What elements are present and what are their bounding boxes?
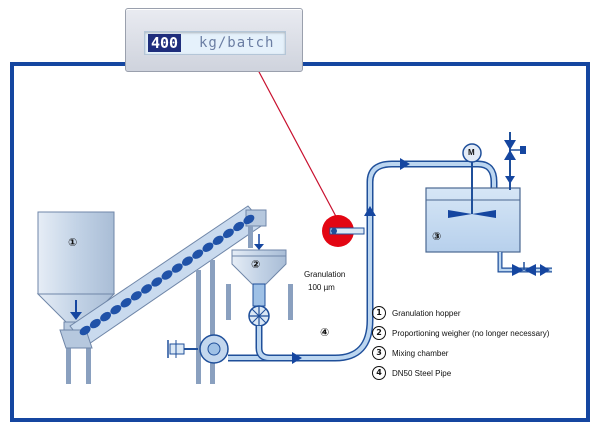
screw-flight bbox=[130, 291, 142, 301]
screw-flight bbox=[79, 325, 91, 336]
proportioning-weigher bbox=[231, 234, 287, 327]
granulation-sensor bbox=[322, 215, 365, 247]
screw-flight bbox=[222, 228, 234, 239]
legend-number: 2 bbox=[372, 326, 386, 340]
screw-conveyor bbox=[59, 205, 267, 384]
legend: 1 Granulation hopper 2 Proportioning wei… bbox=[372, 303, 549, 383]
screw-flight bbox=[89, 318, 101, 329]
batch-unit: kg/batch bbox=[199, 35, 275, 51]
screw-flight bbox=[151, 277, 163, 287]
screw-flight bbox=[100, 311, 112, 322]
signal-line bbox=[257, 69, 341, 225]
legend-text: Mixing chamber bbox=[392, 348, 449, 358]
batch-display-screen: 400 kg/batch bbox=[144, 31, 286, 55]
screw-flight bbox=[233, 221, 245, 232]
batch-display: 400 kg/batch bbox=[125, 8, 303, 72]
granulation-label: Granulation bbox=[304, 270, 346, 279]
blower bbox=[167, 334, 229, 364]
mixing-chamber bbox=[425, 132, 552, 276]
pipe-fill bbox=[228, 162, 496, 360]
flow-arrow bbox=[292, 352, 302, 364]
legend-item: 4 DN50 Steel Pipe bbox=[372, 363, 549, 383]
screw-flight bbox=[161, 270, 173, 280]
batch-value: 400 bbox=[148, 34, 182, 52]
screw-flight bbox=[212, 235, 224, 246]
legend-text: DN50 Steel Pipe bbox=[392, 368, 452, 378]
flow-arrow bbox=[364, 206, 376, 216]
weigher-marker: ② bbox=[251, 258, 261, 271]
screw-flight bbox=[120, 298, 132, 308]
mixer-marker: ③ bbox=[432, 230, 442, 243]
legend-item: 3 Mixing chamber bbox=[372, 343, 549, 363]
weigher-frame bbox=[226, 284, 231, 320]
screw-flight bbox=[182, 256, 193, 266]
screw-flight bbox=[171, 263, 183, 273]
screw-flight bbox=[192, 249, 204, 259]
legend-number: 1 bbox=[372, 306, 386, 320]
hopper-marker: ① bbox=[68, 236, 78, 249]
flow-arrow bbox=[400, 158, 410, 170]
legend-text: Granulation hopper bbox=[392, 308, 461, 318]
legend-text: Proportioning weigher (no longer necessa… bbox=[392, 328, 550, 338]
screw-flight bbox=[243, 214, 255, 225]
legend-number: 4 bbox=[372, 366, 386, 380]
legend-number: 3 bbox=[372, 346, 386, 360]
granulation-size-label: 100 µm bbox=[308, 283, 335, 292]
screw-flight bbox=[141, 284, 152, 294]
screw-flight bbox=[110, 304, 122, 315]
pipe-marker: ④ bbox=[320, 326, 330, 339]
legend-item: 2 Proportioning weigher (no longer neces… bbox=[372, 323, 549, 343]
granulation-hopper bbox=[36, 211, 116, 384]
screw-flight bbox=[202, 242, 214, 252]
motor-label: M bbox=[468, 148, 475, 157]
legend-item: 1 Granulation hopper bbox=[372, 303, 549, 323]
